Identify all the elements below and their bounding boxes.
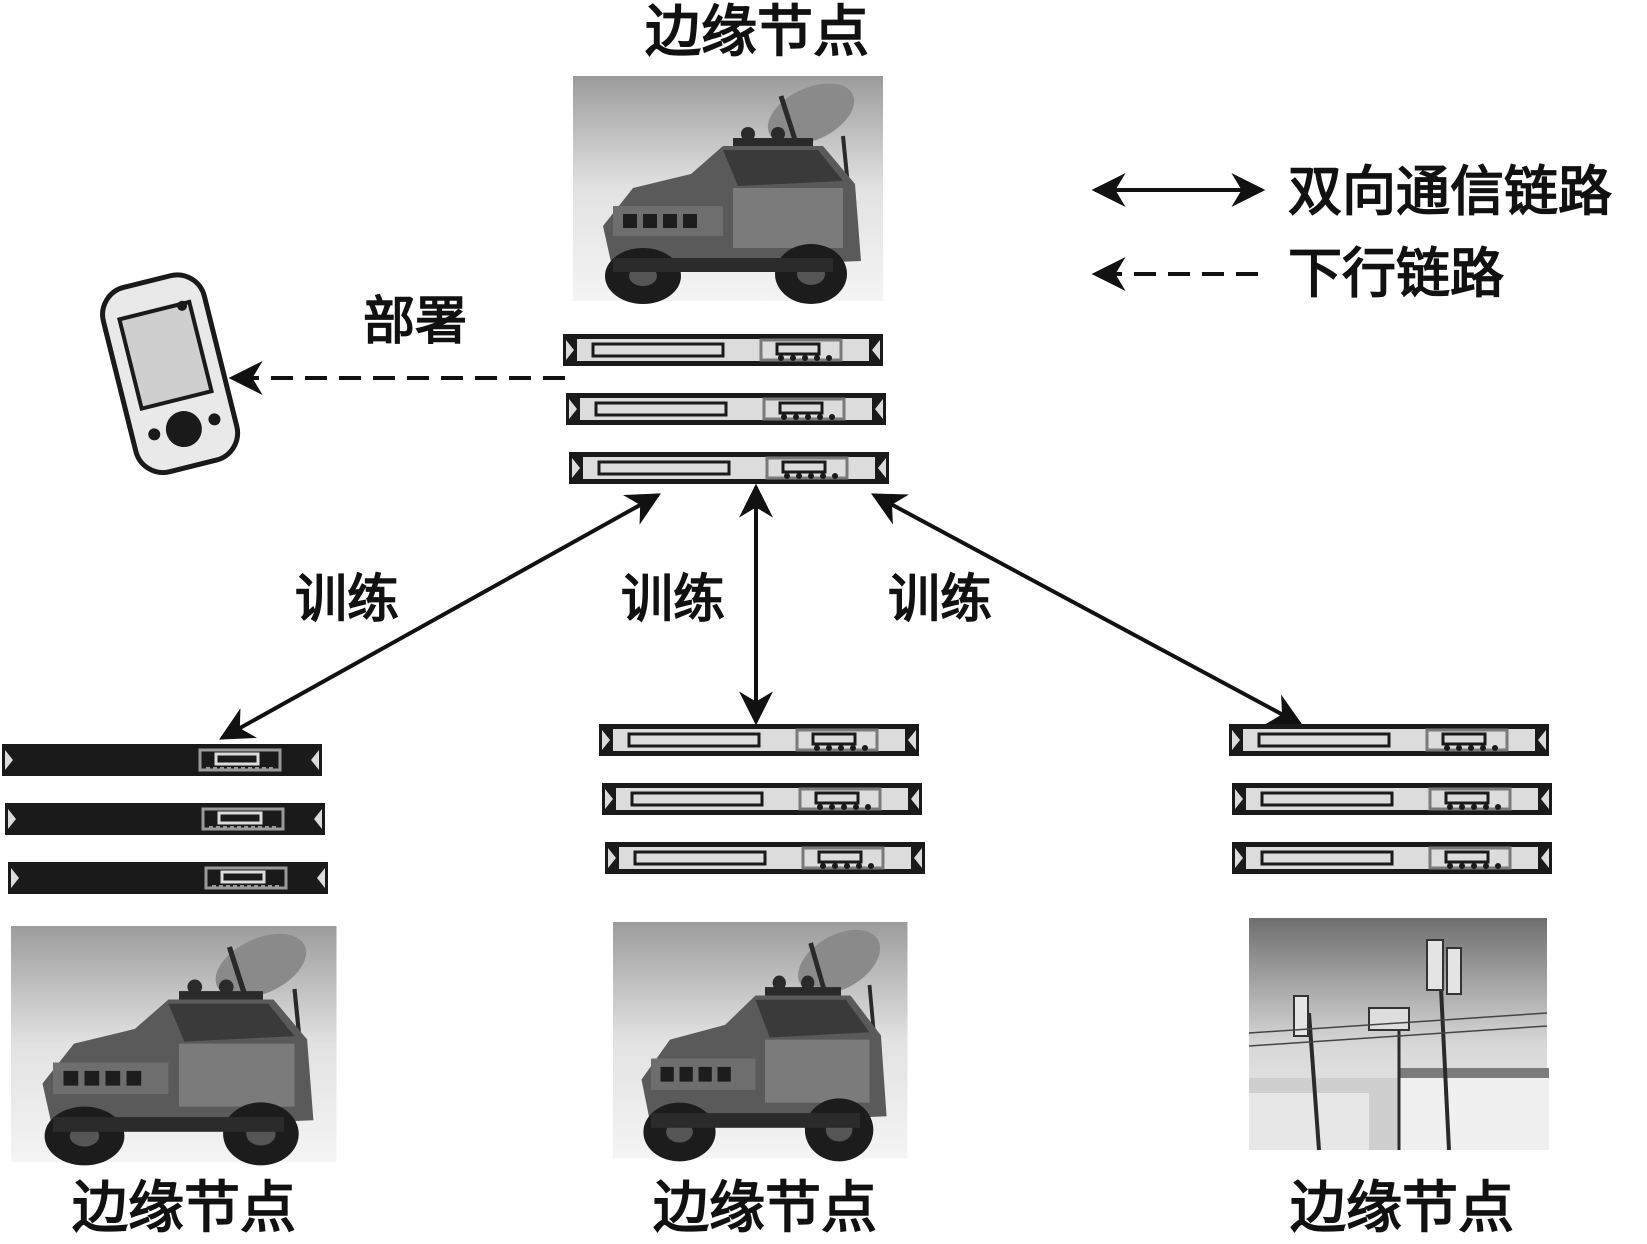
- bottom-middle-server-stack: [597, 722, 927, 876]
- bottom-left-photo: [11, 921, 337, 1166]
- bottom-left-server-stack: [0, 742, 330, 896]
- legend-bidirectional-label: 双向通信链路: [1288, 159, 1612, 223]
- legend-downlink-label: 下行链路: [1288, 241, 1504, 305]
- bottom-middle-title: 边缘节点: [653, 1175, 877, 1241]
- handheld-terminal-icon: [100, 272, 241, 476]
- train-link-right: [871, 493, 1303, 726]
- top-node-photo: [573, 71, 883, 304]
- bottom-right-server-stack: [1227, 722, 1554, 876]
- train-label-right: 训练: [888, 569, 993, 630]
- bottom-right-title: 边缘节点: [1290, 1175, 1514, 1241]
- train-label-left: 训练: [295, 569, 400, 630]
- top-node-title: 边缘节点: [645, 0, 869, 65]
- top-node-server-stack: [561, 332, 891, 486]
- bottom-left-title: 边缘节点: [72, 1175, 296, 1241]
- train-label-middle: 训练: [621, 569, 726, 630]
- bottom-middle-photo: [613, 917, 908, 1162]
- deploy-label: 部署: [363, 291, 468, 352]
- train-link-left: [219, 493, 661, 740]
- bottom-right-photo: [1247, 916, 1551, 1152]
